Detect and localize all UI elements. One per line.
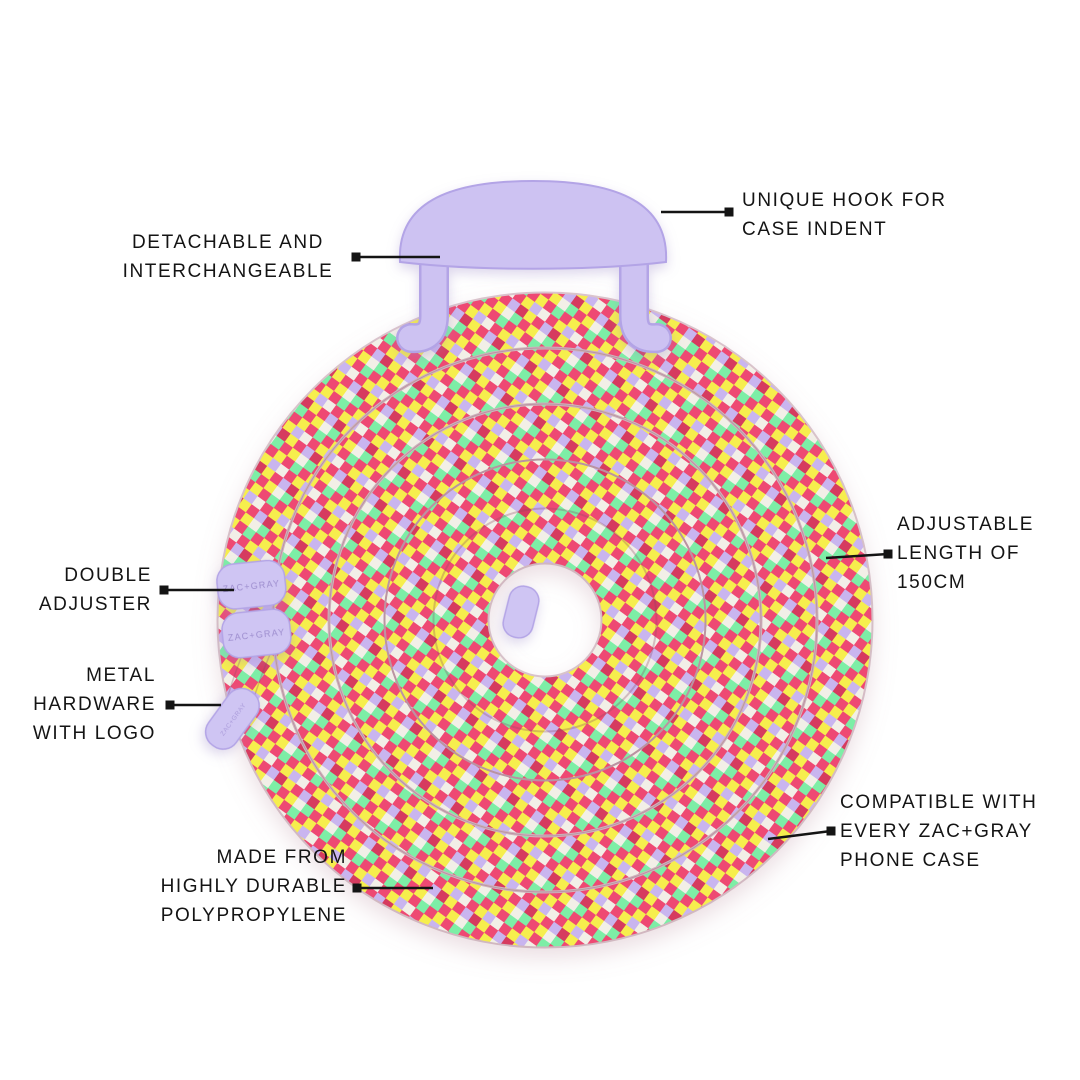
rope-loop [330,405,760,835]
double-adjuster: ZAC+GRAY ZAC+GRAY [216,559,292,659]
rope-loop [385,460,705,780]
callout-text: ADJUSTER [38,594,152,615]
callout-label-metal-hardware: METAL HARDWARE WITH LOGO [8,661,156,748]
hook-right-leg [621,237,670,351]
hook-plate [398,179,668,270]
callout-text: CASE INDENT [742,219,888,240]
callout-text: DOUBLE [64,565,152,586]
callout-text: DETACHABLE AND [131,232,325,253]
callout-label-double-adjuster: DOUBLE ADJUSTER [12,561,152,619]
callout-text: HARDWARE [33,694,156,715]
callout-connectors [164,210,889,890]
rope-coil [216,291,874,949]
callout-text: METAL [86,665,156,686]
callout-text: PHONE CASE [840,850,981,871]
callout-text: ADJUSTABLE [897,514,1035,535]
callout-label-made-from: MADE FROM HIGHLY DURABLE POLYPROPYLENE [112,843,347,930]
callout-text: HIGHLY DURABLE [160,876,347,897]
adjuster-barrel [216,559,287,610]
callout-label-unique-hook: UNIQUE HOOK FOR CASE INDENT [742,186,992,244]
metal-aglet: ZAC+GRAY [204,687,260,750]
callout-text: 150CM [897,572,967,593]
callout-dot [165,700,175,710]
callout-text: WITH LOGO [32,723,156,744]
callout-dot [826,826,836,836]
callout-dot [159,585,169,595]
adjuster-barrel [221,608,292,659]
callout-label-detachable: DETACHABLE AND INTERCHANGEABLE [112,228,344,286]
rope-loop [274,349,816,891]
callout-text: MADE FROM [216,847,347,868]
callout-dot [352,883,362,893]
callout-text: POLYPROPYLENE [160,905,347,926]
rope-loop [434,509,656,731]
callout-dot [351,252,361,262]
callout-text: EVERY ZAC+GRAY [840,821,1033,842]
callout-text: LENGTH OF [897,543,1021,564]
callout-label-compatible: COMPATIBLE WITH EVERY ZAC+GRAY PHONE CAS… [840,788,1080,875]
center-end-cap [502,585,540,639]
callout-text: UNIQUE HOOK FOR [742,190,947,211]
callout-dot [883,549,893,559]
callout-text: INTERCHANGEABLE [122,261,334,282]
hook [396,179,672,354]
callout-line-compatible [767,829,832,841]
hook-left-leg [398,237,447,351]
callout-line-adjustable [825,552,889,560]
callout-text: COMPATIBLE WITH [840,792,1038,813]
callout-dots [159,207,893,893]
callout-dot [724,207,734,217]
callout-label-adjustable: ADJUSTABLE LENGTH OF 150CM [897,510,1077,597]
